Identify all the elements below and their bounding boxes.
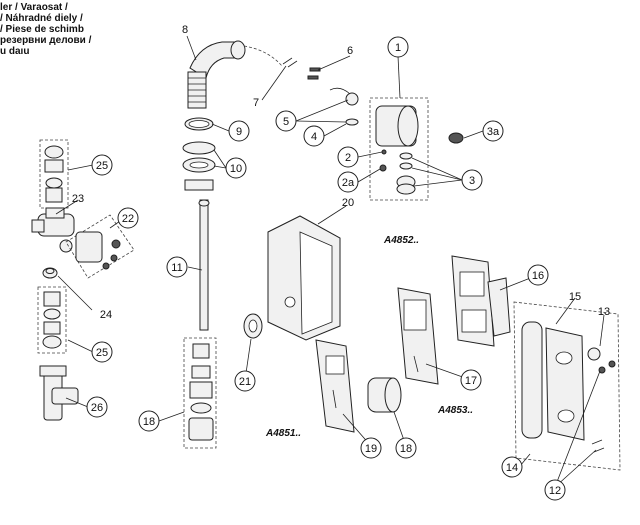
callout-circle-19 — [360, 437, 382, 459]
callout-25-upper: 25 — [96, 160, 108, 172]
panel-19 — [315, 339, 355, 433]
callout-circle-26 — [86, 396, 108, 418]
model-label-a4853: A4853.. — [437, 405, 473, 416]
callout-circle-17 — [460, 369, 482, 391]
fitting-set-lower — [37, 286, 67, 354]
callout-23: 23 — [72, 193, 84, 205]
callout-3a: 3a — [487, 126, 500, 138]
callout-circle-3a — [482, 120, 504, 142]
callout-12: 12 — [549, 485, 561, 497]
model-label-a4851: A4851.. — [265, 428, 301, 439]
callout-18-right: 18 — [400, 443, 412, 455]
callout-circle-5 — [275, 110, 297, 132]
header-line-5: u daıu — [0, 46, 30, 57]
callout-circle-18b — [395, 437, 417, 459]
callout-circle-25b — [91, 341, 113, 363]
housing-20 — [267, 215, 341, 341]
header-line-4: резервни делови / — [0, 35, 92, 46]
callout-2: 2 — [345, 152, 351, 164]
gasket-and-nut-10 — [182, 141, 216, 191]
callout-16: 16 — [532, 270, 544, 282]
callout-10: 10 — [230, 163, 242, 175]
callout-circle-10 — [225, 157, 247, 179]
callout-26: 26 — [91, 402, 103, 414]
cable-and-pins — [282, 57, 359, 126]
callout-9: 9 — [236, 126, 242, 138]
model-label-a4852: A4852.. — [383, 235, 419, 246]
callout-circle-14 — [501, 456, 523, 478]
callout-5: 5 — [283, 116, 289, 128]
callout-circle-4 — [303, 125, 325, 147]
callout-circle-11 — [166, 256, 188, 278]
callout-circle-18a — [138, 410, 160, 432]
header-line-3: / Piese de schimb — [0, 24, 84, 35]
elbow-hose — [187, 40, 283, 109]
callout-circle-3 — [461, 169, 483, 191]
callout-circle-21 — [234, 370, 256, 392]
cover-plate-assembly — [513, 301, 621, 471]
callout-circle-9 — [228, 120, 250, 142]
callout-13: 13 — [598, 306, 610, 318]
tee-fitting — [39, 365, 79, 421]
callout-22: 22 — [122, 213, 134, 225]
callout-7: 7 — [253, 97, 259, 109]
o-ring-9 — [184, 117, 214, 131]
battery-module-1 — [369, 97, 429, 201]
actuator-assembly — [65, 214, 135, 279]
callout-2a: 2a — [342, 177, 355, 189]
header-line-2: / Náhradné diely / — [0, 13, 83, 24]
grommet-21 — [243, 313, 263, 339]
header-text: ler / Varaosat / / Náhradné diely / / Pi… — [0, 2, 91, 57]
callout-circle-25a — [91, 154, 113, 176]
callout-17: 17 — [465, 375, 477, 387]
nut-set-18 — [183, 337, 217, 449]
callout-11: 11 — [171, 262, 182, 274]
callout-24: 24 — [100, 309, 112, 321]
callout-25-lower: 25 — [96, 347, 108, 359]
callout-circle-2a — [337, 171, 359, 193]
callout-circle-1 — [387, 36, 409, 58]
callout-19: 19 — [365, 443, 377, 455]
panel-16 — [451, 255, 511, 347]
callout-8: 8 — [182, 24, 188, 36]
leader-lines — [55, 35, 605, 488]
callout-circle-12 — [544, 479, 566, 501]
callout-1: 1 — [395, 42, 401, 54]
callout-15: 15 — [569, 291, 581, 303]
pipe-11 — [198, 199, 210, 331]
header-line-1: ler / Varaosat / — [0, 2, 68, 13]
cartridge-18 — [367, 377, 402, 413]
callout-circle-2 — [337, 146, 359, 168]
callout-18-left: 18 — [143, 416, 155, 428]
callout-4: 4 — [311, 131, 317, 143]
callout-20: 20 — [342, 197, 354, 209]
callout-21: 21 — [239, 376, 251, 388]
callout-3: 3 — [469, 175, 475, 187]
callout-6: 6 — [347, 45, 353, 57]
fitting-set-upper — [39, 139, 69, 209]
seal-ring — [42, 267, 58, 279]
callout-circle-22 — [117, 207, 139, 229]
callouts: 1 2 2a 3 3a 4 5 6 7 8 9 10 11 12 13 14 1… — [72, 24, 610, 501]
cap-3a — [448, 132, 464, 144]
panel-17 — [397, 287, 439, 385]
callout-circle-16 — [527, 264, 549, 286]
callout-14: 14 — [506, 462, 518, 474]
